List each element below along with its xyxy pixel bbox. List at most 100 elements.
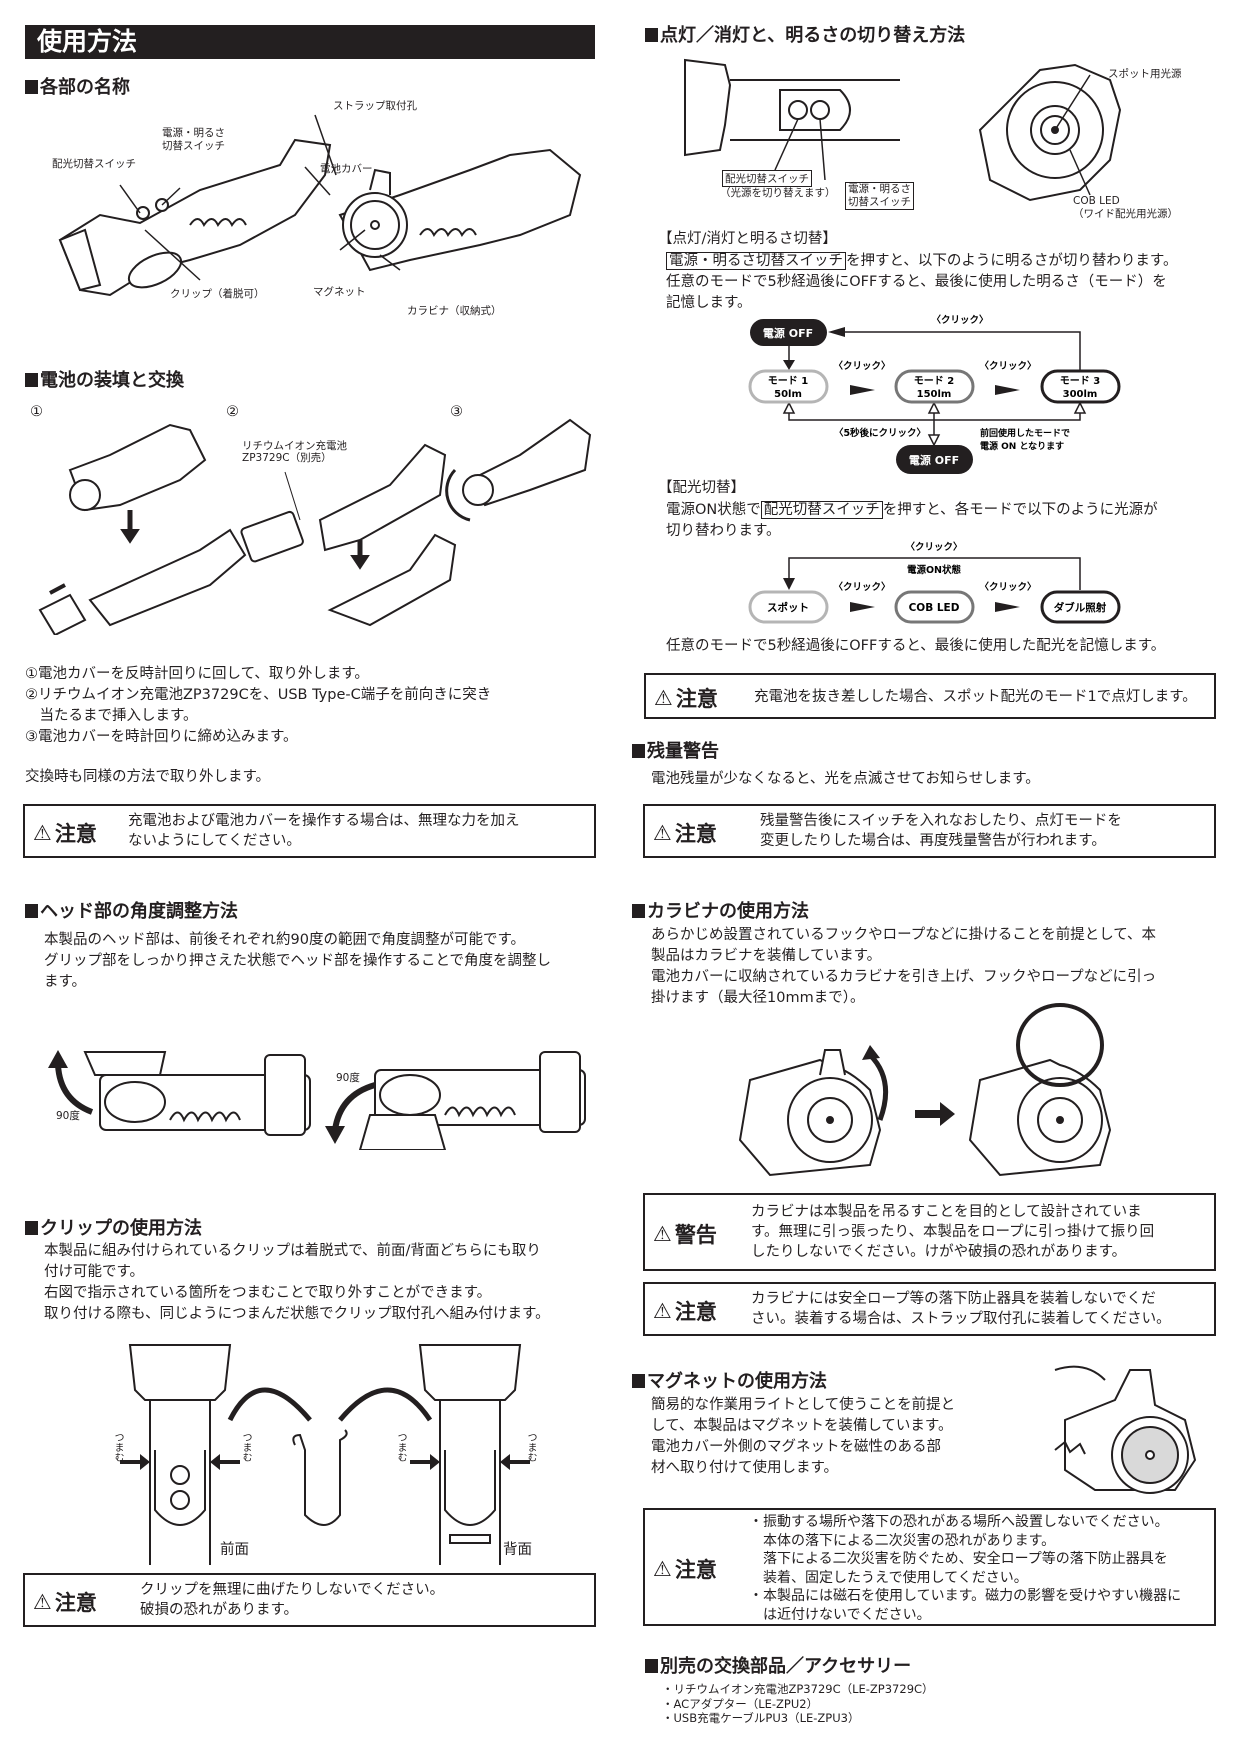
beam-line1-pre: 電源ON状態で (666, 502, 761, 518)
clip-text-line: 右図で指示されている箇所をつまむことで取り外すことができます。 (44, 1285, 492, 1301)
label-line: 切替スイッチ (848, 196, 911, 208)
clip-diagram (120, 1344, 530, 1565)
beam-line1-rest: を押すと、各モードで以下のように光源が (882, 502, 1158, 518)
onoff-line2: 任意のモードで5秒経過後にOFFすると、最後に使用した明るさ（モード）を (666, 274, 1167, 290)
label-line: COB LED (1073, 195, 1120, 207)
caution-label-text: 注意 (54, 1591, 97, 1615)
battery-diagram (38, 418, 592, 635)
resume-label-line1: 前回使用したモードで (980, 427, 1070, 439)
head-down-illustration (358, 1051, 586, 1150)
caution-label-text: 注意 (674, 1558, 717, 1582)
warning-label: ⚠警告 (653, 1219, 717, 1249)
pinch-label: つまむ (240, 1432, 251, 1462)
label-clip: クリップ（着脱可） (170, 288, 265, 300)
caution-line: ・本製品には磁石を使用しています。磁力の影響を受けやすい機器に (749, 1588, 1182, 1604)
label-line: （ワイド配光用光源） (1073, 208, 1178, 220)
clip-part-illustration (292, 1429, 348, 1526)
battery-step-1: ①電池カバーを反時計回りに回して、取り外します。 (25, 666, 369, 682)
mode-1-lumen: 50lm (774, 389, 802, 400)
battery-step3-illustration (445, 418, 592, 522)
caution-text: カラビナには安全ロープ等の落下防止器具を装着しないでください。装着する場合は、ス… (751, 1289, 1171, 1329)
switching-caution-box: ⚠注意 充電池を抜き差しした場合、スポット配光のモード1で点灯します。 (644, 673, 1216, 719)
caution-line: 破損の恐れがあります。 (140, 1602, 299, 1618)
label-spot-source: スポット用光源 (1108, 68, 1182, 80)
battery-step2-illustration (240, 443, 457, 627)
label-light-switch-boxed: 配光切替スイッチ (722, 170, 812, 187)
carabiner-warning-box: ⚠警告 カラビナは本製品を吊るすことを目的として設計されていま す。無理に引っ張… (643, 1193, 1216, 1271)
on-state-label: 電源ON状態 (907, 564, 962, 576)
head-text: 本製品のヘッド部は、前後それぞれ約90度の範囲で角度調整が可能です。 グリップ部… (44, 930, 551, 993)
caution-line: さい。装着する場合は、ストラップ取付孔に装着してください。 (751, 1311, 1171, 1327)
beam-subheading: 【配光切替】 (658, 480, 745, 496)
head-angle-diagram (48, 1050, 586, 1150)
label-power-switch-line1: 電源・明るさ (162, 127, 225, 139)
accessory-item: ・リチウムイオン充電池ZP3729C（LE-ZP3729C） (662, 1682, 934, 1696)
caution-line: 残量警告後にスイッチを入れなおしたり、点灯モードを (760, 813, 1122, 829)
battery-step1-illustration (38, 423, 247, 635)
battery-label-line2: ZP3729C（別売） (242, 452, 332, 464)
caution-line: 充電池および電池カバーを操作する場合は、無理な力を加え (128, 813, 520, 829)
pill-power-off-top (750, 319, 827, 346)
click-label: 〈クリック〉 (931, 314, 988, 326)
click-label: 〈クリック〉 (833, 360, 890, 372)
beam-flow-diagram: 〈クリック〉 電源ON状態 〈クリック〉 〈クリック〉 スポット COB LED… (748, 541, 1121, 624)
mode-3-name: モード 3 (1060, 375, 1100, 387)
label-cob-led: COB LED（ワイド配光用光源） (1073, 195, 1178, 221)
pill-double-label: ダブル照射 (1054, 601, 1107, 614)
low-battery-text: 電池残量が少なくなると、光を点滅させてお知らせします。 (651, 771, 1040, 787)
arrow-head-down-icon (325, 1126, 345, 1144)
arrow-down-icon (783, 578, 795, 590)
accessories-heading: 別売の交換部品／アクセサリー (645, 1652, 911, 1678)
magnet-text-line: して、本製品はマグネットを装備しています。 (651, 1418, 953, 1434)
label-strap-hole: ストラップ取付孔 (333, 100, 417, 112)
carabiner-text-line: 電池カバーに収納されているカラビナを引き上げ、フックやロープなどに引っ (651, 969, 1157, 985)
onoff-line1: 電源・明るさ切替スイッチを押すと、以下のように明るさが切り替わります。 (666, 251, 1177, 272)
label-line: 電源・明るさ (848, 183, 911, 195)
pill-mode-2 (894, 369, 975, 404)
beam-text: 電源ON状態で配光切替スイッチを押すと、各モードで以下のように光源が 切り替わり… (666, 500, 1158, 542)
low-battery-caution-box: ⚠注意 残量警告後にスイッチを入れなおしたり、点灯モードを変更したりした場合は、… (643, 804, 1216, 858)
clip-text-line: 本製品に組み付けられているクリップは着脱式で、前面/背面どちらにも取り (44, 1243, 541, 1259)
pill-cob-led (894, 590, 975, 624)
carabiner-caution-box: ⚠注意 カラビナには安全ロープ等の落下防止器具を装着しないでください。装着する場… (643, 1282, 1216, 1336)
caution-label-text: 注意 (675, 687, 718, 711)
mode-2-lumen: 150lm (917, 389, 952, 400)
clip-front-illustration (128, 1344, 232, 1565)
head-text-line: グリップ部をしっかり押さえた状態でヘッド部を操作することで角度を調整し (44, 953, 552, 969)
warning-triangle-icon: ⚠ (33, 1590, 52, 1614)
battery-note: 交換時も同様の方法で取り外します。 (25, 769, 271, 785)
warning-line: したりしないでください。けがや破損の恐れがあります。 (751, 1244, 1127, 1260)
caution-label: ⚠注意 (654, 683, 718, 713)
angle-label-right: 90度 (336, 1072, 360, 1084)
switch-leader-lines (774, 74, 1091, 196)
carabiner-diagram (738, 1003, 1112, 1177)
leader-lines-front (119, 184, 201, 281)
battery-label-line1: リチウムイオン充電池 (242, 440, 347, 452)
click-label: 〈クリック〉 (979, 581, 1036, 593)
arrow-right-icon (995, 602, 1020, 612)
rotate-up-arrow-icon (55, 1064, 94, 1115)
battery-caution-box: ⚠注意 充電池および電池カバーを操作する場合は、無理な力を加えないようにしてくだ… (23, 804, 596, 858)
caution-label-text: 注意 (674, 822, 717, 846)
magnet-text-line: 材へ取り付けて使用します。 (651, 1460, 839, 1476)
pinch-label: つまむ (112, 1432, 123, 1462)
magnet-illustration (1054, 1365, 1197, 1494)
mode-1-name: モード 1 (768, 375, 808, 387)
warning-line: カラビナは本製品を吊るすことを目的として設計されていま (751, 1204, 1142, 1220)
mode-2-name: モード 2 (914, 375, 954, 387)
carabiner-text: あらかじめ設置されているフックやロープなどに掛けることを前提として、本 製品はカ… (651, 925, 1156, 1009)
caution-label-text: 注意 (674, 1300, 717, 1324)
switching-heading: 点灯／消灯と、明るさの切り替え方法 (645, 21, 965, 47)
caution-line: ないようにしてください。 (128, 833, 301, 849)
head-up-illustration (83, 1051, 311, 1136)
arrow-right-icon (850, 385, 875, 395)
pill-spot-label: スポット (767, 601, 809, 614)
carabiner-text-line: あらかじめ設置されているフックやロープなどに掛けることを前提として、本 (651, 927, 1157, 943)
warning-text: カラビナは本製品を吊るすことを目的として設計されていま す。無理に引っ張ったり、… (751, 1202, 1154, 1262)
power-switch-name: 電源・明るさ切替スイッチ (666, 252, 846, 270)
warning-line: す。無理に引っ張ったり、本製品をロープに引っ掛けて振り回 (751, 1224, 1155, 1240)
battery-step-3: ③電池カバーを時計回りに締め込みます。 (25, 729, 298, 745)
parts-diagram (58, 114, 582, 297)
clip-caution-box: ⚠注意 クリップを無理に曲げたりしないでください。破損の恐れがあります。 (23, 1573, 596, 1627)
